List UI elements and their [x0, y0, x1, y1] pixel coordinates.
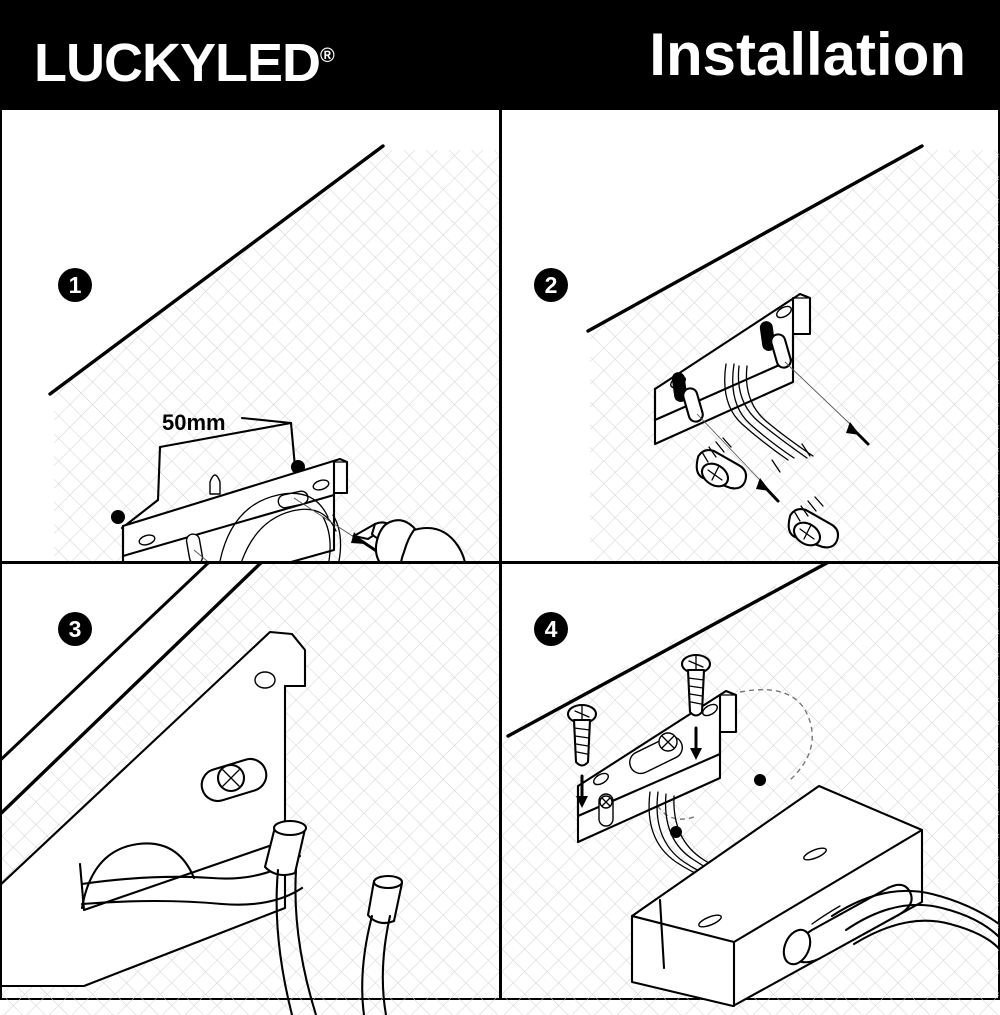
arrow-head [756, 478, 770, 491]
step-1-illustration [48, 144, 499, 561]
mount-point-marker [754, 774, 766, 786]
drill-body [400, 526, 466, 561]
wall-edge-line [48, 144, 385, 396]
bracket-hole [254, 671, 276, 689]
step-badge: 4 [534, 612, 568, 646]
wire-pair [219, 492, 342, 561]
guide-curve [739, 689, 813, 781]
keyhole-slot [598, 793, 614, 827]
wall-edge-line [2, 564, 210, 761]
page-title: Installation [649, 21, 966, 88]
panel-step-4: 4 [502, 564, 999, 1015]
mounting-bracket [121, 457, 349, 561]
lamp-vent [803, 847, 827, 861]
brand-logo: LUCKYLED® [34, 26, 335, 93]
electric-drill [352, 519, 466, 561]
anchor-stub [209, 474, 221, 495]
cable [275, 868, 318, 1015]
wall-anchor [759, 321, 792, 369]
wall-edge-line [586, 144, 924, 333]
horizontal-divider [2, 561, 998, 564]
screw [695, 437, 748, 490]
wall-edge-line [506, 564, 829, 738]
keyhole-slot [200, 757, 268, 803]
arrow-head [690, 748, 702, 760]
cable-bundle [830, 889, 999, 951]
registered-mark: ® [320, 45, 335, 67]
wall-edge-line [2, 564, 263, 815]
keyhole-slot [185, 533, 204, 561]
bracket-hole [593, 772, 609, 786]
panel-grid: 1 50mm [2, 110, 999, 1015]
step-2-illustration [586, 144, 999, 561]
screw [787, 496, 840, 549]
panel-step-2: 2 [502, 110, 999, 561]
mounting-bracket-closeup [2, 630, 307, 988]
brand-name: LUCKYLED [34, 33, 321, 93]
vertical-divider [499, 110, 502, 998]
keyhole-slot [629, 732, 683, 775]
step-badge: 3 [58, 612, 92, 646]
drill-point-marker [111, 510, 125, 524]
bracket-hole [138, 534, 156, 546]
wire-connector-cap [366, 874, 404, 925]
screw [566, 703, 598, 767]
step-4-illustration [502, 564, 999, 1015]
wall-anchor [671, 372, 704, 423]
bracket-hole [702, 703, 718, 717]
step-badge: 1 [58, 268, 92, 302]
panel-step-1: 1 50mm [2, 110, 499, 561]
wire-connector-cap [263, 819, 308, 877]
wire-pair [724, 363, 814, 473]
lamp-tube [782, 883, 913, 966]
step-badge: 2 [534, 268, 568, 302]
bracket-hole [776, 305, 792, 319]
arrow-head [846, 422, 860, 435]
dimension-bracket [120, 416, 297, 530]
lamp-vent [698, 914, 722, 928]
lamp-body [630, 784, 924, 1008]
screw [680, 653, 712, 717]
header-bar: LUCKYLED® Installation [2, 2, 1000, 110]
panel-step-3: 3 N L [2, 564, 499, 1015]
arrow-head [576, 796, 588, 808]
dimension-label-50mm: 50mm [162, 410, 226, 435]
bracket-hole [312, 479, 330, 491]
